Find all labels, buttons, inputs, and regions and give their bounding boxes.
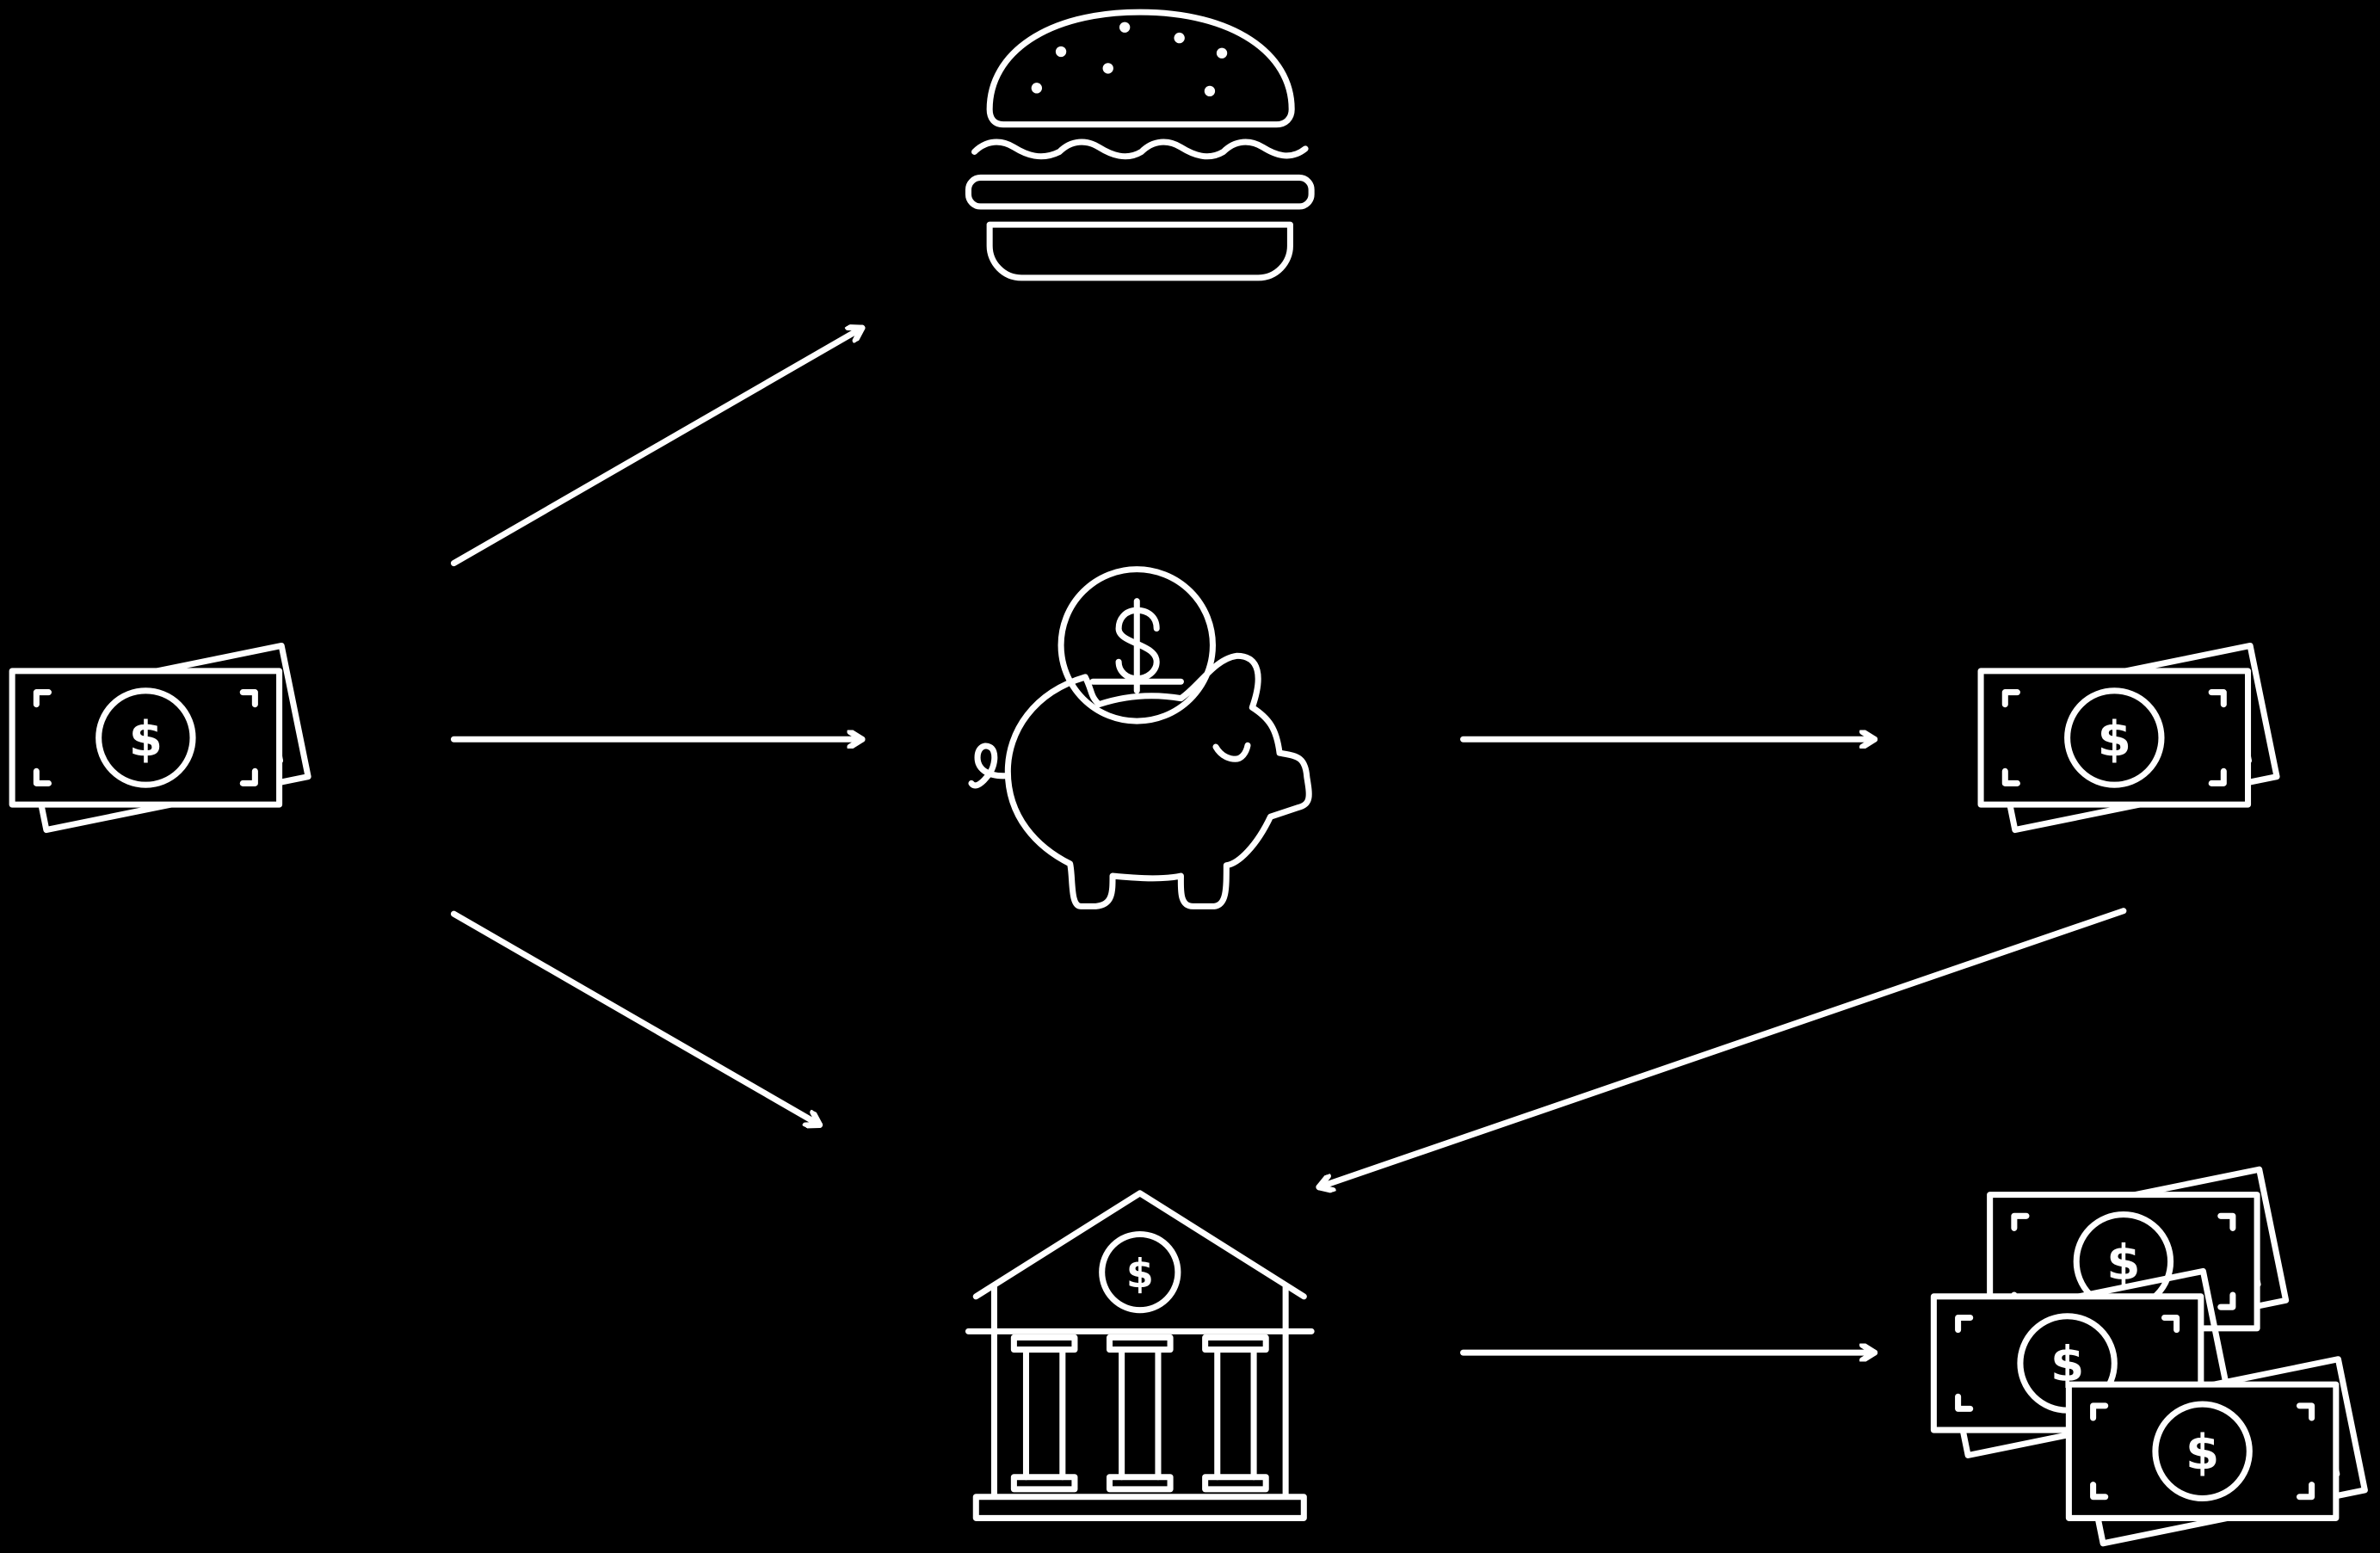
svg-text:$: $ xyxy=(1126,1250,1154,1297)
arrow-cash-to-bank xyxy=(450,910,823,1125)
arrow-cash-to-bank-return xyxy=(1316,908,2127,1187)
cash-stack-icon xyxy=(1981,645,2277,829)
piggy-bank-icon xyxy=(968,566,1312,909)
burger-icon xyxy=(965,9,1315,281)
bank-building-icon: $ xyxy=(965,1190,1315,1521)
arrow-cash-to-burger xyxy=(450,328,866,567)
cash-pile-icon xyxy=(1933,1169,2365,1544)
arrows xyxy=(450,328,2127,1353)
cash-stack-icon xyxy=(12,645,308,829)
